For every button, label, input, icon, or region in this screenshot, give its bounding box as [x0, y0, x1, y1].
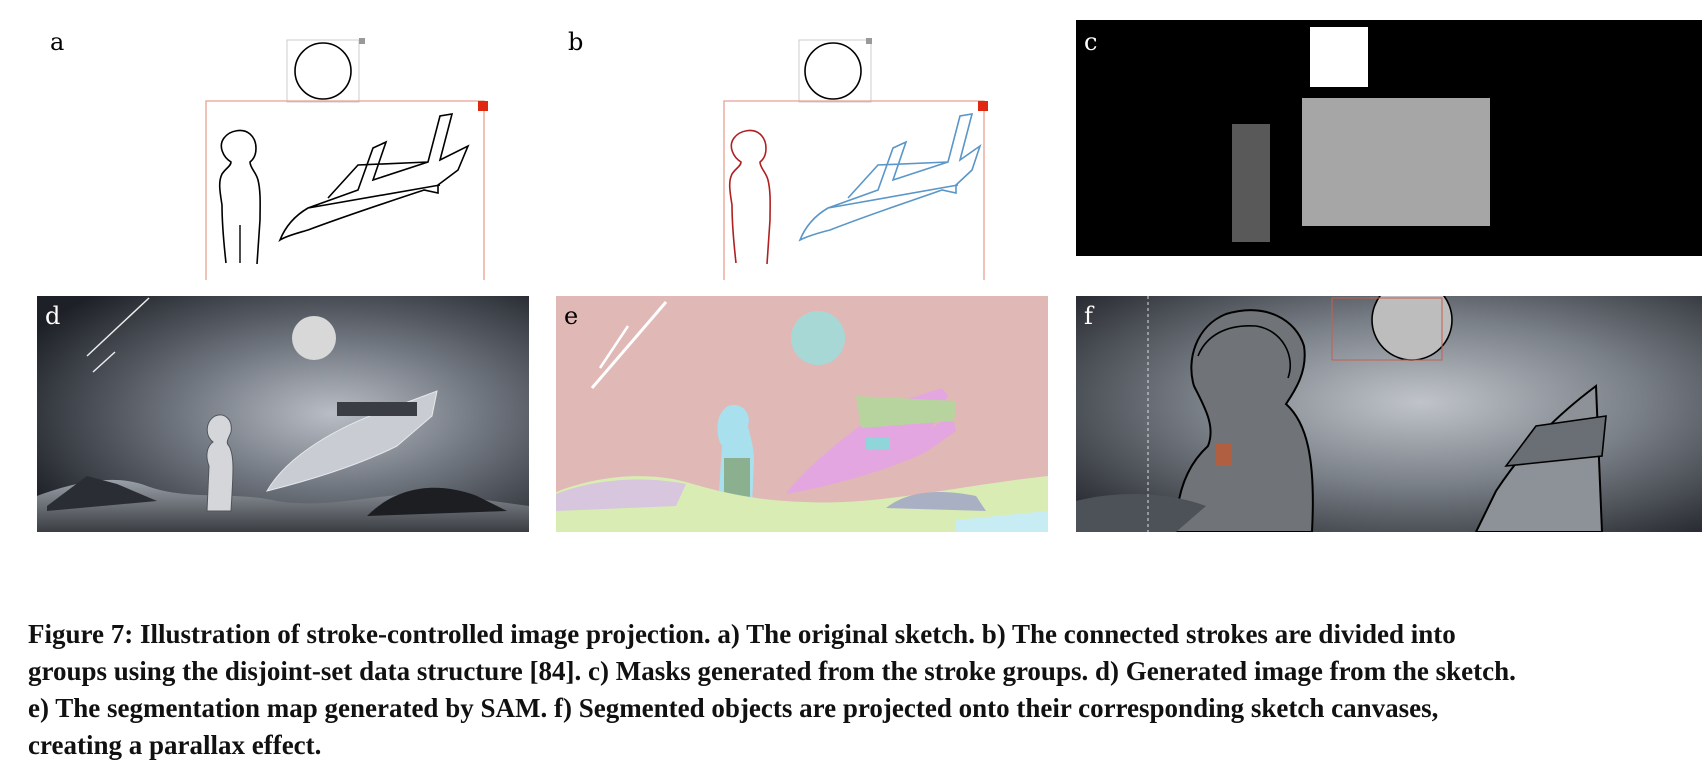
main-canvas-handle — [478, 101, 488, 111]
moon-canvas-frame — [286, 39, 360, 103]
panel-c-masks: c — [1076, 20, 1702, 256]
moon-canvas-frame — [1331, 297, 1443, 361]
figure-caption: Figure 7: Illustration of stroke-control… — [28, 616, 1702, 764]
caption-line-3: e) The segmentation map generated by SAM… — [28, 693, 1439, 723]
astronaut-stroke — [218, 129, 261, 265]
mask-shapes — [1232, 27, 1490, 242]
segmentation-regions — [556, 301, 1048, 532]
parallax-scene — [1076, 296, 1702, 532]
moon — [292, 316, 336, 360]
spaceship-stroke — [278, 113, 470, 243]
panel-e-segmentation-map: e — [556, 296, 1048, 532]
spaceship-group-stroke — [798, 113, 982, 242]
panel-f-parallax-projection: f — [1076, 296, 1702, 532]
main-canvas-frame — [723, 100, 985, 280]
panel-a-original-sketch: a — [28, 20, 568, 280]
caption-line-1: Figure 7: Illustration of stroke-control… — [28, 619, 1456, 649]
astronaut — [206, 414, 234, 512]
moon-stroke — [294, 42, 352, 100]
moon-mask — [1310, 27, 1368, 87]
astronaut-projected — [1174, 309, 1314, 532]
panel-label-f: f — [1084, 302, 1093, 330]
panel-d-generated-image: d — [37, 296, 529, 532]
moon-segment — [791, 311, 845, 365]
moon-canvas-handle — [359, 38, 365, 44]
panel-label-d: d — [45, 302, 61, 330]
main-canvas-frame — [205, 100, 485, 280]
astronaut-group-stroke — [728, 129, 771, 265]
ground — [37, 479, 529, 532]
caption-line-2: groups using the disjoint-set data struc… — [28, 656, 1516, 686]
sketch-a — [205, 38, 488, 280]
panel-label-e: e — [564, 302, 579, 330]
caption-line-4: creating a parallax effect. — [28, 730, 322, 760]
spaceship-mask — [1302, 98, 1490, 226]
astronaut-mask — [1232, 124, 1270, 242]
generated-scene — [37, 296, 529, 532]
moon-canvas-handle — [866, 38, 872, 44]
moon-canvas-frame — [798, 39, 872, 103]
main-canvas-handle — [978, 101, 988, 111]
panel-b-stroke-groups: b — [568, 20, 1108, 280]
panel-label-a: a — [50, 28, 65, 56]
sketch-b — [723, 38, 988, 280]
moon-stroke — [804, 42, 862, 100]
panel-label-b: b — [568, 28, 584, 56]
panel-label-c: c — [1084, 28, 1098, 56]
